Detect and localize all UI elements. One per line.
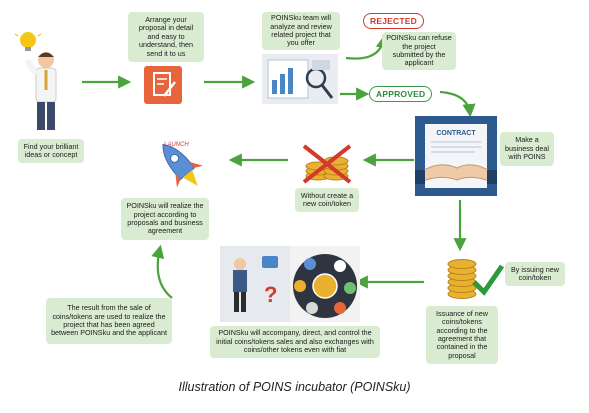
rejected-badge: REJECTED [363,13,424,29]
rocket-launch-icon: LAUNCH [162,142,204,188]
step-realize: POINSku will realize the project accordi… [121,198,209,240]
coins-check-icon [447,259,505,299]
step-idea: Find your brilliant ideas or concept [18,139,84,163]
step-issuing: By issuing new coin/token [505,262,565,286]
contract-label: CONTRACT [436,130,476,137]
step-deal: Make a business deal with POINS [500,132,554,166]
step-issuance: Issuance of new coins/tokens according t… [426,306,498,364]
proposal-document-icon [144,66,182,104]
step-rejected-note: POINSku can refuse the project submitted… [382,32,456,70]
arrow-result-to-realize [151,244,173,299]
coins-crossed-icon [302,144,352,184]
launch-label: LAUNCH [164,142,189,148]
person-idea-icon [14,32,57,130]
review-analysis-icon [262,54,338,104]
step-review: POINSku team will analyze and review rel… [262,12,340,50]
step-proposal: Arrange your proposal in detail and easy… [128,12,204,62]
figure-caption: Illustration of POINS incubator (POINSku… [178,380,411,394]
exchange-collage-icon: ? [220,246,360,322]
svg-text:?: ? [264,282,277,307]
step-accompany: POINSku will accompany, direct, and cont… [210,326,380,358]
arrow-approved-to-deal [439,90,476,118]
arrow-review-to-rejected [345,34,389,60]
approved-badge: APPROVED [369,86,433,102]
step-no-token: Without create a new coin/token [295,188,359,212]
contract-handshake-icon: CONTRACT [415,116,497,196]
step-result: The result from the sale of coins/tokens… [46,298,172,344]
